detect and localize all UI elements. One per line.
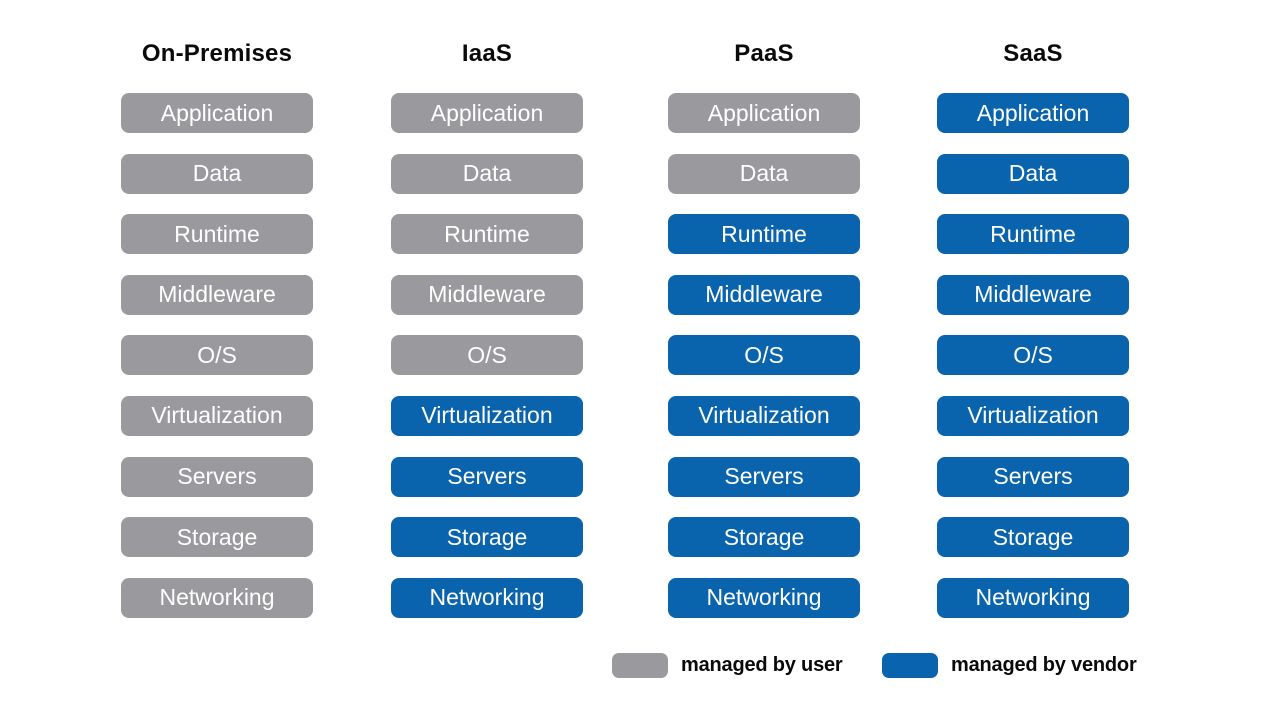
layer-box-middleware: Middleware: [121, 274, 313, 315]
layer-box-storage: Storage: [391, 517, 583, 558]
layer-box-application: Application: [937, 93, 1129, 133]
layer-box-storage: Storage: [937, 517, 1129, 558]
layer-box-runtime: Runtime: [937, 214, 1129, 255]
layer-box-servers: Servers: [937, 456, 1129, 497]
layer-box-networking: Networking: [668, 577, 860, 618]
layer-box-application: Application: [668, 93, 860, 133]
layer-box-runtime: Runtime: [668, 214, 860, 255]
layer-box-servers: Servers: [121, 456, 313, 497]
layer-box-runtime: Runtime: [121, 214, 313, 255]
layer-box-storage: Storage: [121, 517, 313, 558]
layer-box-data: Data: [121, 153, 313, 194]
layer-box-o-s: O/S: [121, 335, 313, 376]
layer-box-storage: Storage: [668, 517, 860, 558]
layer-box-networking: Networking: [391, 577, 583, 618]
layer-box-application: Application: [121, 93, 313, 133]
layer-box-application: Application: [391, 93, 583, 133]
layer-box-servers: Servers: [668, 456, 860, 497]
legend-item-vendor: managed by vendor: [882, 653, 1137, 678]
layer-box-middleware: Middleware: [668, 274, 860, 315]
layer-box-data: Data: [937, 153, 1129, 194]
legend-label-user: managed by user: [681, 654, 843, 676]
layer-box-virtualization: Virtualization: [937, 395, 1129, 436]
layer-box-networking: Networking: [937, 577, 1129, 618]
legend-swatch-vendor: [882, 653, 938, 678]
layer-box-o-s: O/S: [668, 335, 860, 376]
layer-box-networking: Networking: [121, 577, 313, 618]
legend-swatch-user: [612, 653, 668, 678]
layer-box-o-s: O/S: [937, 335, 1129, 376]
layer-box-o-s: O/S: [391, 335, 583, 376]
layer-box-runtime: Runtime: [391, 214, 583, 255]
layer-box-data: Data: [668, 153, 860, 194]
layer-box-virtualization: Virtualization: [668, 395, 860, 436]
layer-box-virtualization: Virtualization: [121, 395, 313, 436]
layer-box-data: Data: [391, 153, 583, 194]
legend-label-vendor: managed by vendor: [951, 654, 1137, 676]
layer-box-middleware: Middleware: [391, 274, 583, 315]
column-header: SaaS: [1003, 40, 1063, 67]
column-header: PaaS: [734, 40, 794, 67]
layer-box-middleware: Middleware: [937, 274, 1129, 315]
legend-item-user: managed by user: [612, 653, 843, 678]
column-header: On-Premises: [141, 40, 293, 67]
column-header: IaaS: [461, 40, 513, 67]
layer-box-servers: Servers: [391, 456, 583, 497]
layer-box-virtualization: Virtualization: [391, 395, 583, 436]
